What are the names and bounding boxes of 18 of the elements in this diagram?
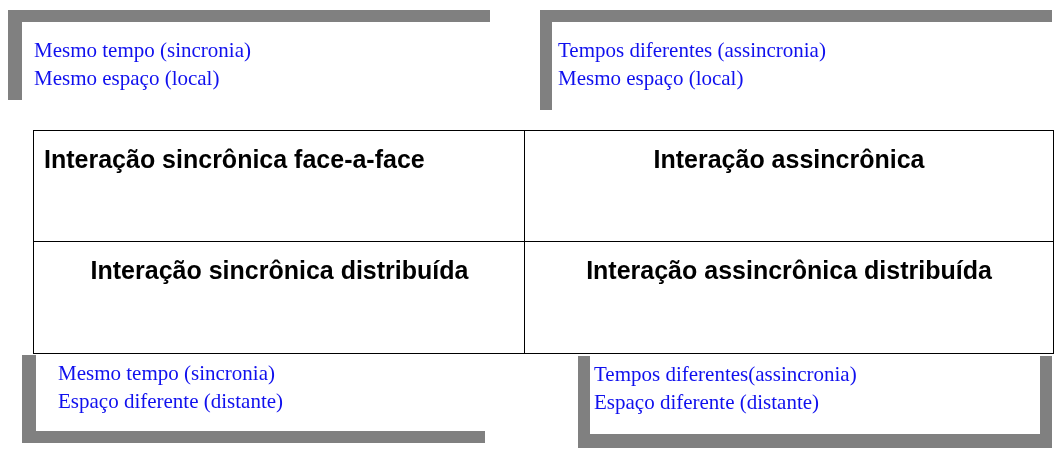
callout-text: Tempos diferentes(assincronia) xyxy=(594,361,857,388)
callout-text: Mesmo tempo (sincronia) xyxy=(58,360,275,387)
cell-heading: Interação sincrônica distribuída xyxy=(89,255,470,286)
table-cell xyxy=(524,241,1054,354)
callout-text: Espaço diferente (distante) xyxy=(58,388,284,415)
table-cell xyxy=(524,130,1054,243)
callout-box xyxy=(22,355,485,443)
callout-text: Espaço diferente (distante) xyxy=(594,389,820,416)
table-cell xyxy=(33,241,526,354)
callout-box xyxy=(578,356,1052,448)
table-cell xyxy=(33,130,526,243)
cell-heading: Interação sincrônica face-a-face xyxy=(44,144,426,175)
cell-heading: Interação assincrônica distribuída xyxy=(585,255,993,286)
cell-heading: Interação assincrônica xyxy=(652,144,926,175)
callout-text: Mesmo espaço (local) xyxy=(34,65,220,92)
callout-text: Mesmo tempo (sincronia) xyxy=(34,37,251,64)
callout-text: Tempos diferentes (assincronia) xyxy=(558,37,826,64)
callout-text: Mesmo espaço (local) xyxy=(558,65,744,92)
